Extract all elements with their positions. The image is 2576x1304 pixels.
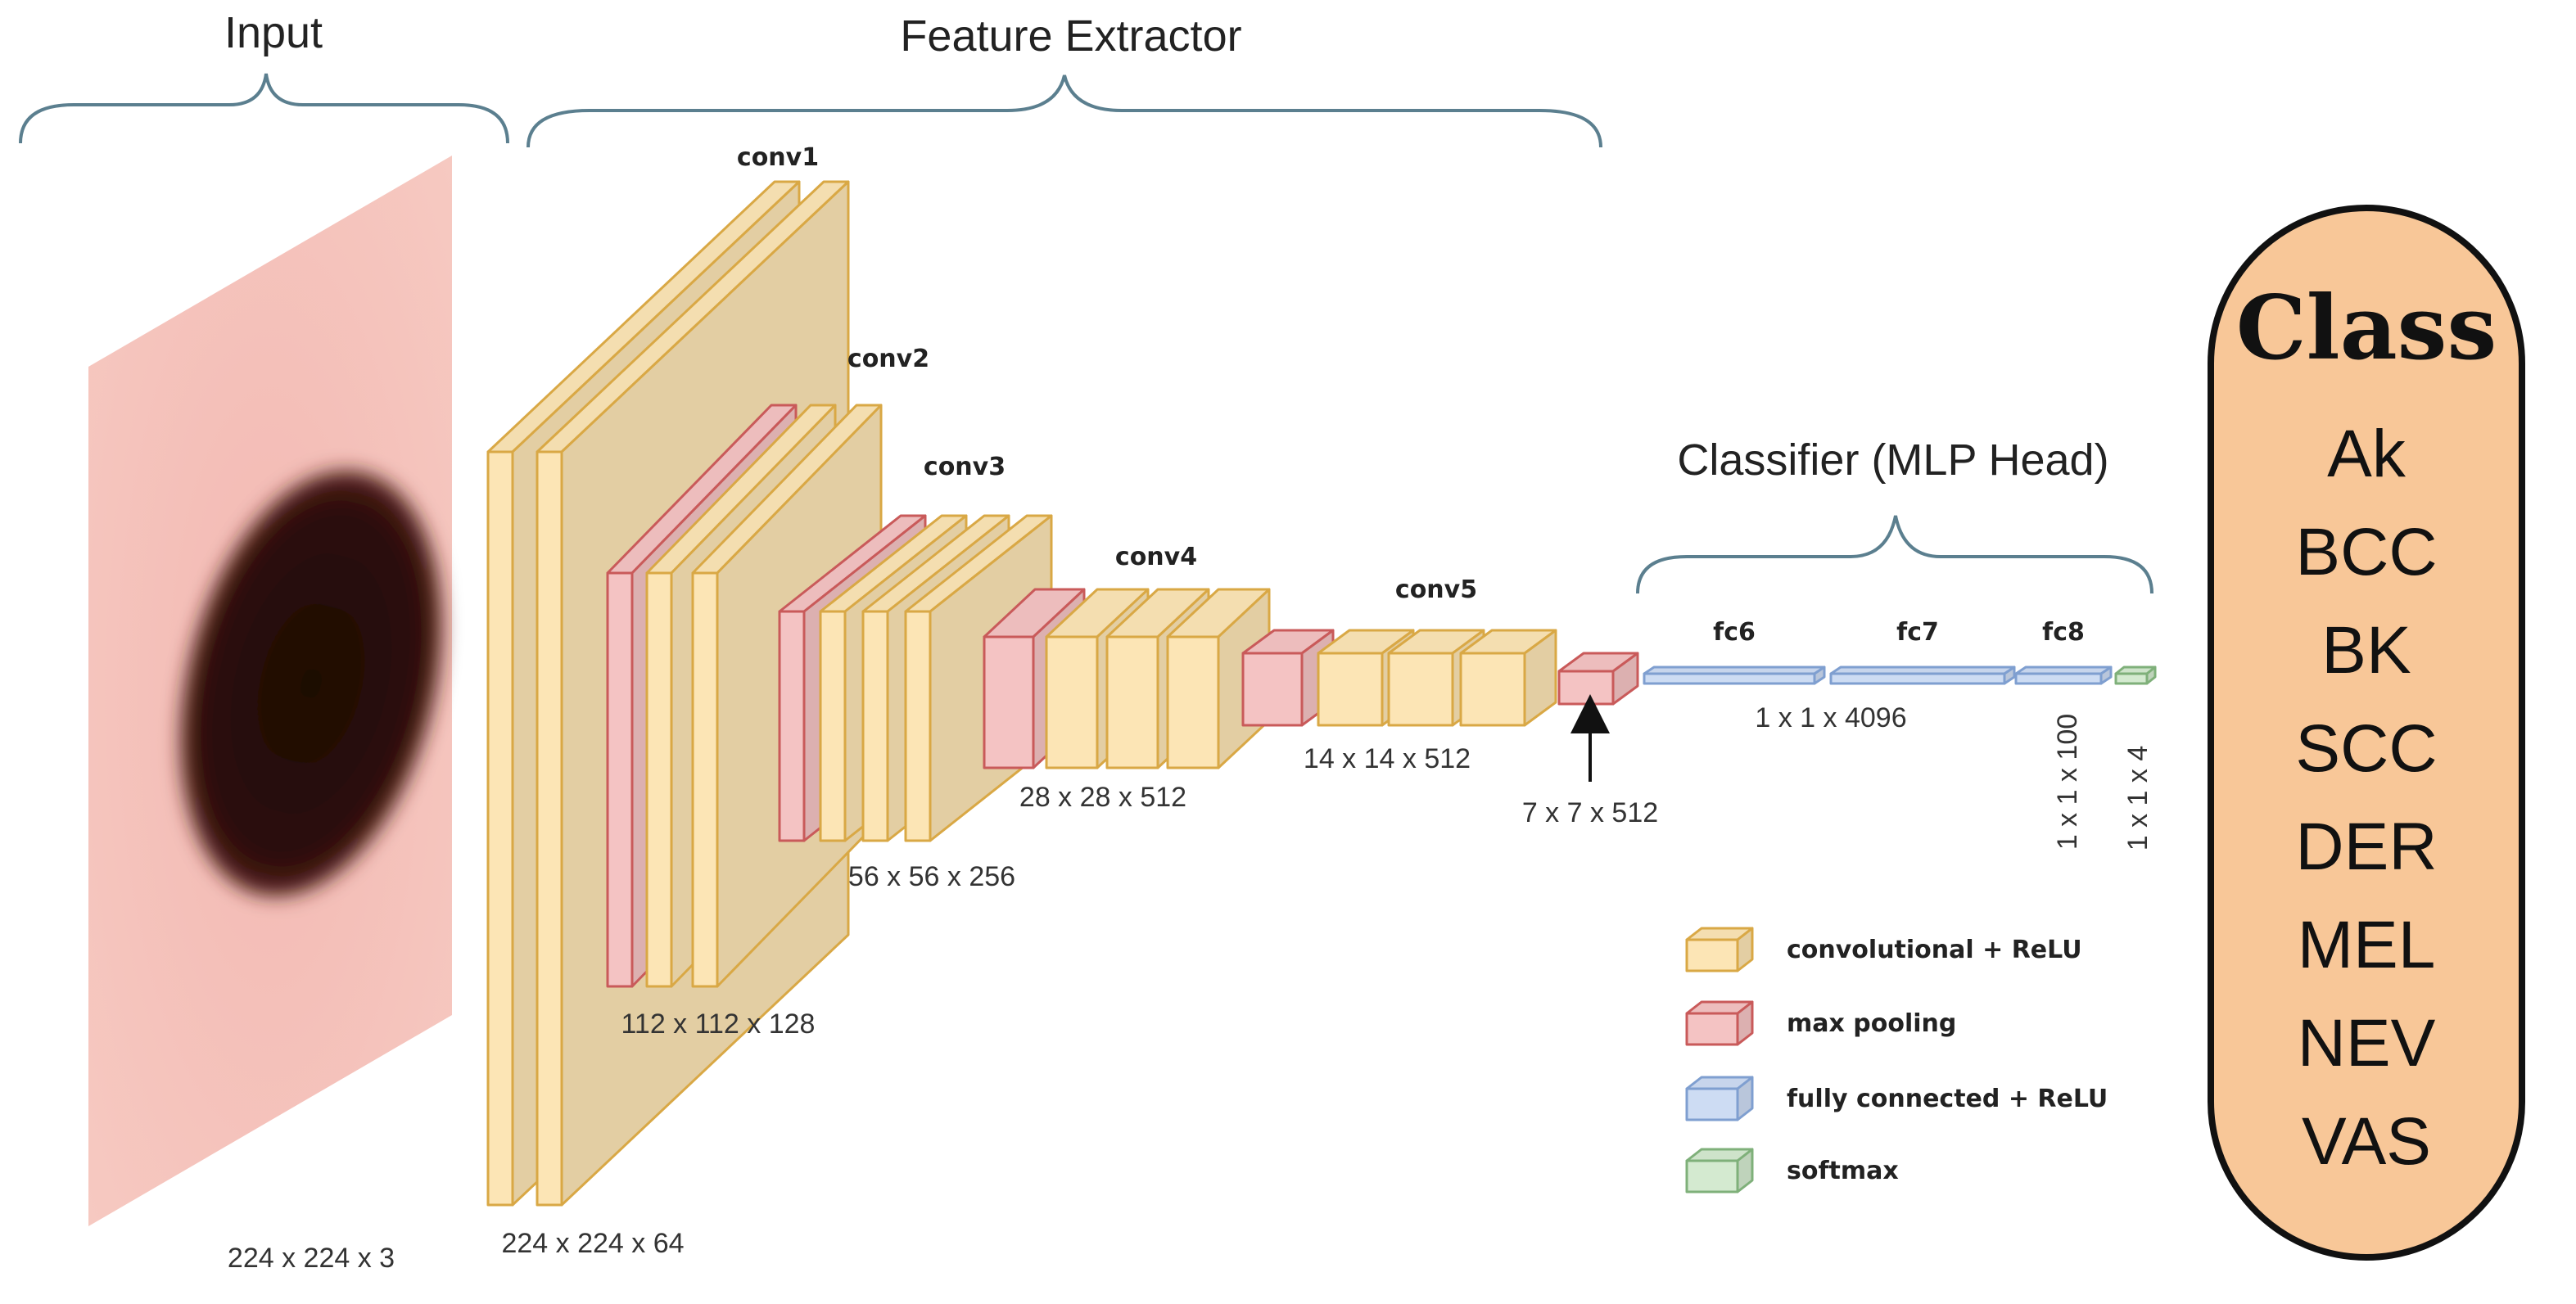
legend-label-pool: max pooling	[1787, 1009, 1956, 1038]
fc8-label: fc8	[2042, 618, 2085, 647]
fc7-label: fc7	[1896, 618, 1939, 647]
conv1-dims-label: 224 x 224 x 64	[501, 1228, 684, 1259]
fc67-dims-label: 1 x 1 x 4096	[1755, 702, 1906, 733]
softmax-dims-label: 1 x 1 x 4	[2122, 746, 2153, 851]
conv1-label: conv1	[737, 143, 819, 172]
classifier-section-label: Classifier (MLP Head)	[1677, 435, 2108, 485]
pool5-dims-label: 7 x 7 x 512	[1522, 797, 1658, 828]
class-item: VAS	[2302, 1104, 2431, 1179]
conv5-block-3	[1459, 629, 1557, 727]
class-item: DER	[2295, 810, 2438, 884]
conv3-label: conv3	[924, 453, 1006, 481]
fc6-label: fc6	[1713, 618, 1756, 647]
pool5-block	[1557, 652, 1639, 706]
legend-swatch-pool	[1685, 1000, 1754, 1046]
legend: convolutional + ReLU max pooling fully con…	[1685, 927, 2108, 1193]
softmax-block	[2114, 666, 2157, 685]
input-image	[88, 156, 452, 1226]
conv4-label: conv4	[1115, 543, 1197, 571]
conv2-dims-label: 112 x 112 x 128	[621, 1008, 816, 1040]
fc7-block	[1829, 666, 2016, 685]
legend-swatch-fc	[1685, 1076, 1754, 1121]
conv4-dims-label: 28 x 28 x 512	[1019, 782, 1186, 813]
class-panel-title: Class	[2235, 277, 2497, 380]
class-panel: Class Ak BCC BK SCC DER MEL NEV VAS	[2208, 205, 2525, 1261]
feature-extractor-section-label: Feature Extractor	[900, 11, 1241, 61]
conv5-label: conv5	[1395, 575, 1477, 604]
conv3-dims-label: 56 x 56 x 256	[848, 861, 1015, 892]
fc8-block	[2014, 666, 2113, 685]
legend-label-fc: fully connected + ReLU	[1787, 1085, 2108, 1113]
class-item: Ak	[2327, 417, 2406, 491]
conv2-label: conv2	[847, 345, 929, 373]
legend-label-conv: convolutional + ReLU	[1787, 936, 2082, 964]
classifier-brace	[1636, 515, 2153, 594]
feature-extractor-brace	[526, 74, 1602, 148]
fc8-dims-label: 1 x 1 x 100	[2052, 714, 2083, 850]
legend-label-softmax: softmax	[1787, 1157, 1899, 1185]
legend-swatch-conv	[1685, 927, 1754, 972]
conv5-dims-label: 14 x 14 x 512	[1304, 743, 1471, 774]
class-item: MEL	[2297, 908, 2436, 982]
fc6-block	[1643, 666, 1826, 685]
input-section-label: Input	[224, 8, 323, 57]
legend-swatch-softmax	[1685, 1148, 1754, 1193]
class-item: BCC	[2295, 515, 2438, 589]
class-item: NEV	[2297, 1006, 2436, 1081]
class-item: SCC	[2295, 711, 2438, 786]
input-dims-label: 224 x 224 x 3	[228, 1243, 395, 1274]
input-brace	[19, 73, 509, 144]
class-item: BK	[2321, 613, 2411, 688]
